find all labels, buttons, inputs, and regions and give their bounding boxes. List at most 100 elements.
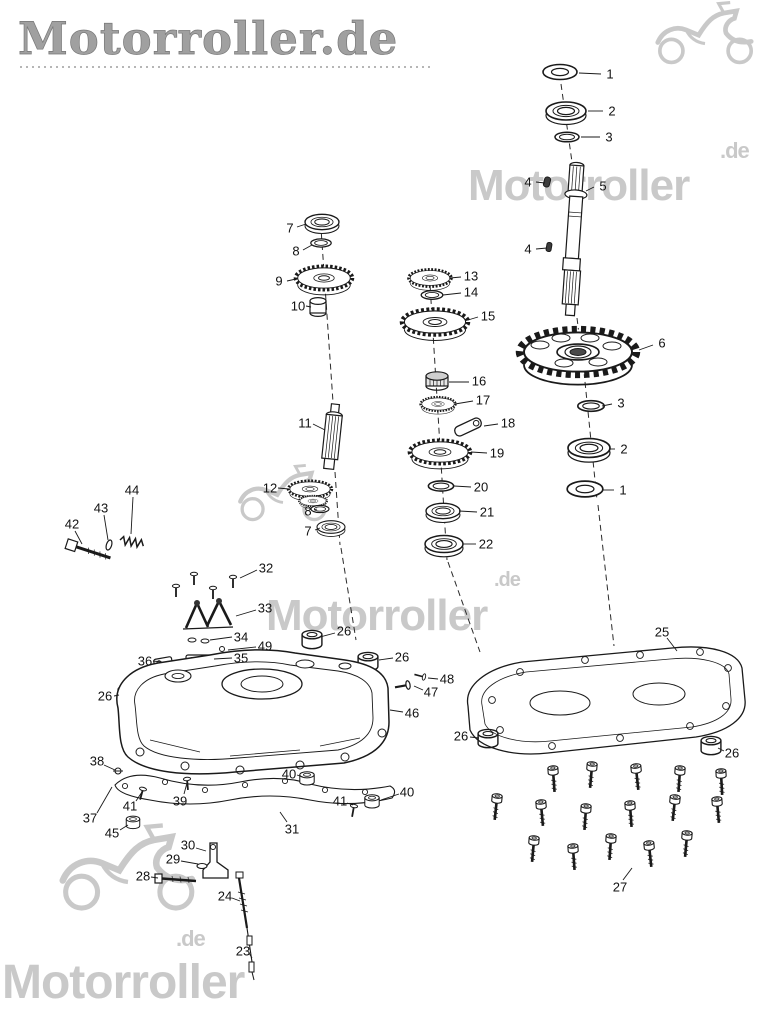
gear-6 [520,330,637,385]
part-label-26: 26 [337,624,351,639]
rod-24 [235,871,249,929]
part-label-44: 44 [125,483,139,498]
leader-line-31 [279,811,288,823]
part-label-26: 26 [725,746,739,761]
bearing-22 [424,534,464,558]
leader-line-8 [302,244,313,251]
part-label-6: 6 [658,336,665,351]
leader-line-18 [483,423,499,427]
bolt-47 [393,679,412,693]
cover-gasket-25 [466,646,746,755]
site-logo: Motorroller.de [18,12,398,65]
leader-line-8 [313,508,318,511]
part-label-18: 18 [501,416,515,431]
watermark-suffix: .de [176,926,206,951]
scooter-watermark-icon [63,825,192,908]
leader-line-19 [470,451,488,454]
bushing-10 [309,297,327,317]
part-label-20: 20 [474,480,488,495]
leader-line-35 [213,657,233,660]
part-label-7: 7 [304,524,311,539]
part-label-12: 12 [263,481,277,496]
spline-collar-16 [425,371,449,391]
leader-line-20 [453,485,472,488]
leader-line-33 [235,609,257,617]
leader-line-15 [467,316,479,321]
part-label-2: 2 [608,104,615,119]
leader-line-7 [296,223,307,228]
ring-20 [427,480,455,492]
part-label-39: 39 [173,794,187,809]
leader-line-41 [346,802,354,806]
part-label-19: 19 [490,446,504,461]
leader-line-7 [314,527,321,531]
part-label-42: 42 [65,517,79,532]
part-label-5: 5 [599,179,606,194]
part-label-3: 3 [617,396,624,411]
leader-line-5 [585,186,595,192]
part-label-47: 47 [424,685,438,700]
gear-17 [419,395,457,416]
leader-line-37 [96,786,113,814]
ring-3-top [554,131,580,143]
part-label-7: 7 [286,221,293,236]
leader-line-13 [449,276,462,279]
part-label-17: 17 [476,393,490,408]
bearing-7-top [304,213,340,235]
part-label-22: 22 [479,537,493,552]
gasket-31 [114,774,396,805]
leader-line-49 [227,646,257,651]
leader-line-6 [638,344,654,351]
part-label-13: 13 [464,269,478,284]
leader-line-45 [119,824,129,831]
part-label-1: 1 [606,67,613,82]
part-label-4: 4 [524,242,531,257]
leader-line-10 [305,305,312,308]
leader-line-4 [535,181,546,184]
leader-line-44 [130,496,134,535]
leader-line-36 [152,660,163,663]
part-label-46: 46 [405,706,419,721]
part-label-26: 26 [454,729,468,744]
bushing-40 [299,771,315,786]
bracket-30 [202,842,229,879]
pin-49 [219,646,225,652]
leader-line-26 [319,632,336,638]
leader-line-42 [74,530,83,545]
part-label-2: 2 [620,442,627,457]
part-label-15: 15 [481,309,495,324]
scooter-watermark-icon [658,3,751,63]
part-label-36: 36 [138,654,152,669]
screws-32 [171,571,238,600]
bearing-2-top [545,101,587,126]
watermark-suffix: .de [494,569,521,591]
part-label-10: 10 [291,299,305,314]
part-label-3: 3 [605,130,612,145]
screw-48 [412,670,428,682]
leader-line-23 [248,952,253,959]
part-label-40: 40 [282,767,296,782]
leader-line-39 [183,782,188,795]
part-label-4: 4 [524,175,531,190]
bearing-2-bottom [567,437,611,464]
gear-19 [407,438,473,471]
ring-14 [420,290,444,300]
part-label-8: 8 [292,244,299,259]
nut-26 [477,728,499,749]
part-label-9: 9 [275,274,282,289]
part-label-40: 40 [400,785,414,800]
screw-41 [347,802,359,819]
leader-line-4 [535,247,548,250]
watermark-text: Motorroller [2,956,245,1009]
part-label-35: 35 [234,651,248,666]
watermark-suffix: .de [720,138,750,163]
leader-line-40 [380,793,400,801]
gear-13 [407,268,453,292]
part-label-33: 33 [258,601,272,616]
leader-line-26 [378,657,394,661]
washers-34 [187,637,210,644]
spring-44 [119,535,145,550]
part-label-30: 30 [181,838,195,853]
leader-line-11 [312,423,326,431]
